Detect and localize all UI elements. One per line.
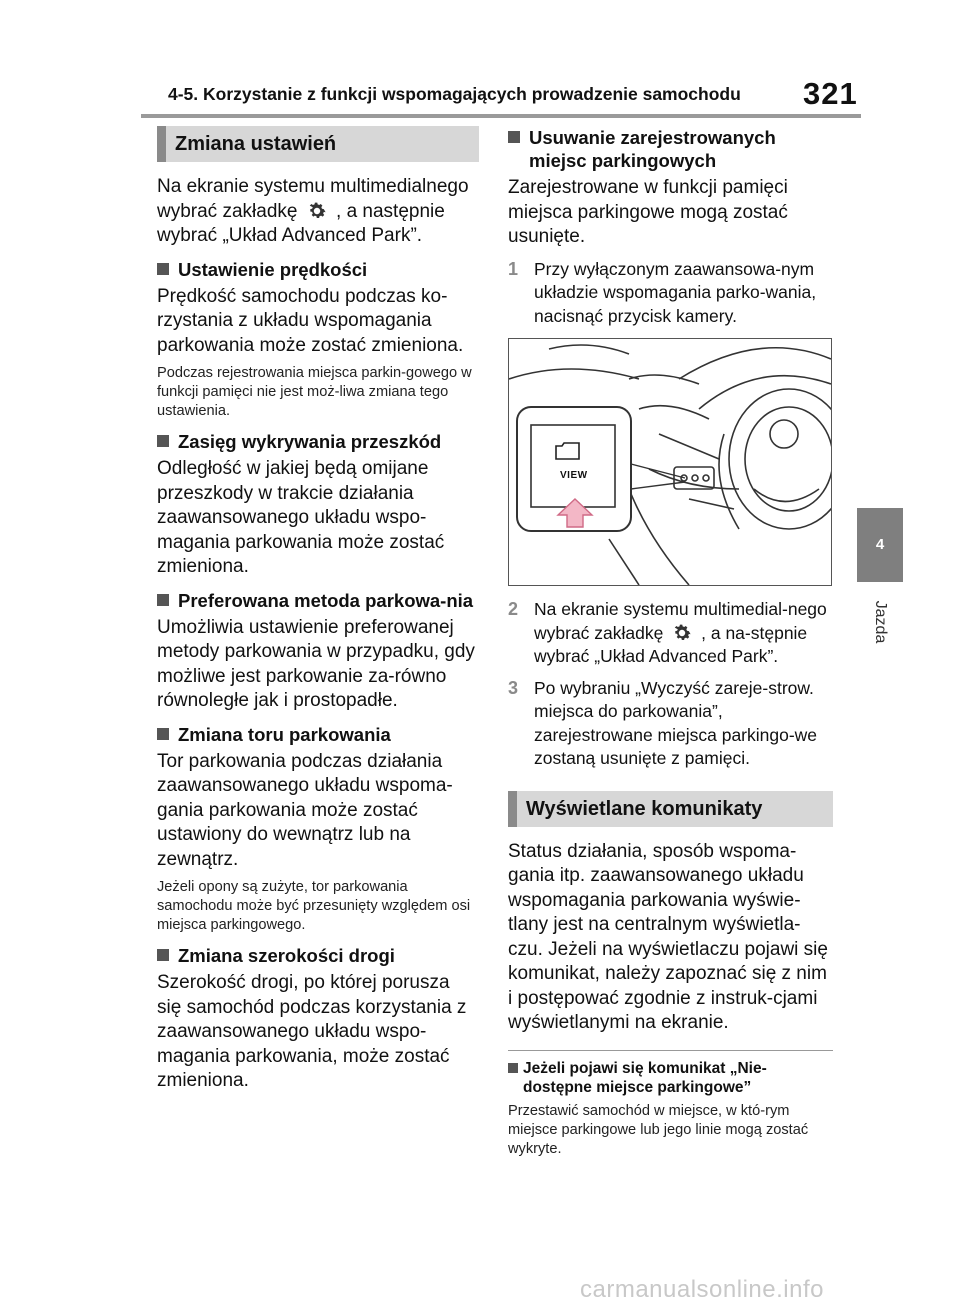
step-text-part2: , a na-stępnie wybrać „Układ Advanced Pa… <box>534 622 808 667</box>
item-note: Jeżeli opony są zużyte, tor parkowania s… <box>157 879 471 933</box>
item-body: Szerokość drogi, po której porusza się s… <box>157 972 467 1091</box>
divider <box>508 1049 833 1051</box>
item-heading-text: Preferowana metoda parkowa-nia <box>178 589 474 611</box>
section-title-settings: Zmiana ustawień <box>157 126 479 162</box>
chapter-label: Jazda <box>872 600 889 644</box>
item-heading-text: Zasięg wykrywania przeszkód <box>178 431 442 452</box>
page-number: 321 <box>803 76 858 111</box>
item-heading: Zasięg wykrywania przeszkód <box>157 430 479 453</box>
step-text: Po wybraniu „Wyczyść zareje-strow. miejs… <box>534 677 818 769</box>
chapter-label-container: Jazda <box>860 592 900 652</box>
note-heading: Jeżeli pojawi się komunikat „Nie-dostępn… <box>508 1059 833 1097</box>
view-button-label: VIEW <box>560 470 588 481</box>
item-heading: Zmiana szerokości drogi <box>157 944 479 967</box>
bullet-square-icon <box>157 262 169 275</box>
step-2: 2 Na ekranie systemu multimedial-nego wy… <box>508 598 833 669</box>
item-heading: Ustawienie prędkości <box>157 258 479 281</box>
item-body: Umożliwia ustawienie preferowanej metody… <box>157 616 475 712</box>
settings-intro: Na ekranie systemu multimedialnego wybra… <box>157 175 479 249</box>
item-body: Odległość w jakiej będą omijane przeszko… <box>157 458 445 577</box>
camera-button-illustration: VIEW <box>508 338 850 586</box>
right-column: Usuwanie zarejestrowanych miejsc parking… <box>508 126 850 1166</box>
gear-icon <box>309 202 326 218</box>
delete-heading-text: Usuwanie zarejestrowanych miejsc parking… <box>529 127 776 171</box>
item-heading-text: Zmiana toru parkowania <box>178 723 391 745</box>
item-heading-text: Ustawienie prędkości <box>178 258 368 280</box>
note-body: Przestawić samochód w miejsce, w któ-rym… <box>508 1102 809 1157</box>
page-header-title: 4-5. Korzystanie z funkcji wspomagającyc… <box>168 84 741 104</box>
chapter-tab: 4 <box>857 508 903 582</box>
item-body: Tor parkowania podczas działania zaawans… <box>157 750 453 870</box>
item-heading: Preferowana metoda parkowa-nia <box>157 589 479 612</box>
delete-heading: Usuwanie zarejestrowanych miejsc parking… <box>508 126 833 172</box>
left-column: Zmiana ustawień Na ekranie systemu multi… <box>157 126 479 1100</box>
item-heading: Zmiana toru parkowania <box>157 723 479 746</box>
bullet-square-icon <box>157 593 169 606</box>
settings-item: Ustawienie prędkości Prędkość samochodu … <box>157 258 479 422</box>
watermark: carmanualsonline.info <box>580 1276 824 1303</box>
delete-body: Zarejestrowane w funkcji pamięci miejsca… <box>508 177 788 247</box>
settings-item: Zasięg wykrywania przeszkód Odległość w … <box>157 430 479 580</box>
bullet-square-icon <box>157 949 169 961</box>
settings-item: Preferowana metoda parkowa-nia Umożliwia… <box>157 589 479 714</box>
step-text-part1: Na ekranie systemu multimedial-nego wybr… <box>534 599 827 643</box>
bullet-square-icon <box>508 131 520 143</box>
section-title-messages: Wyświetlane komunikaty <box>508 790 833 827</box>
item-body: Prędkość samochodu podczas ko-rzystania … <box>157 285 464 356</box>
gear-icon <box>675 624 691 640</box>
settings-intro-part2: , a następnie wybrać „Układ Advanced Par… <box>157 200 445 247</box>
item-heading-text: Zmiana szerokości drogi <box>178 945 395 966</box>
settings-intro-part1: Na ekranie systemu multimedialnego wybra… <box>157 176 469 222</box>
settings-item: Zmiana toru parkowania Tor parkowania po… <box>157 723 479 936</box>
item-note: Podczas rejestrowania miejsca parkin-gow… <box>157 365 472 419</box>
step-1: 1 Przy wyłączonym zaawansowa-nym układzi… <box>508 258 833 329</box>
dashboard-drawing <box>508 344 850 586</box>
messages-body: Status działania, sposób wspoma-gania it… <box>508 840 828 1034</box>
note-heading-text: Jeżeli pojawi się komunikat „Nie-dostępn… <box>523 1059 767 1096</box>
bullet-square-icon <box>157 435 169 447</box>
step-number: 1 <box>508 258 519 279</box>
step-text: Przy wyłączonym zaawansowa-nym układzie … <box>534 258 817 326</box>
header-rule <box>141 114 861 118</box>
step-number: 3 <box>508 677 519 698</box>
bullet-square-icon <box>508 1062 518 1073</box>
settings-item: Zmiana szerokości drogi Szerokość drogi,… <box>157 944 479 1094</box>
step-3: 3 Po wybraniu „Wyczyść zareje-strow. mie… <box>508 677 833 771</box>
step-number: 2 <box>508 599 519 619</box>
bullet-square-icon <box>157 727 169 740</box>
